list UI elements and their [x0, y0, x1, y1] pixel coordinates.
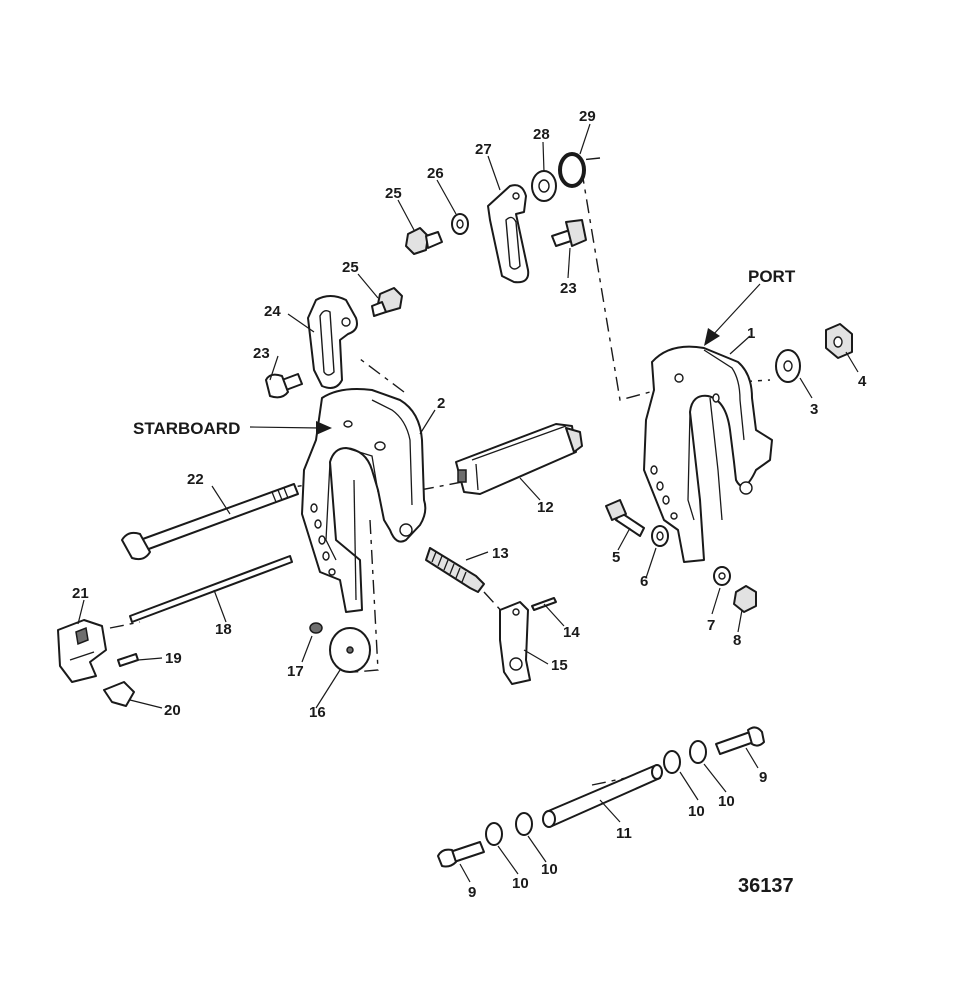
callout-9-upper: 9 — [759, 769, 767, 786]
starboard-arrow — [249, 421, 332, 435]
callout-29: 29 — [579, 108, 596, 125]
pin-part-19 — [117, 653, 139, 667]
callout-3: 3 — [810, 401, 818, 418]
callout-23-lower: 23 — [253, 345, 270, 362]
callout-11: 11 — [616, 825, 632, 842]
rod-part-18 — [129, 555, 293, 623]
nut-part-4 — [825, 323, 853, 359]
bolt-part-5 — [605, 499, 645, 537]
callout-14: 14 — [563, 624, 580, 641]
callout-8: 8 — [733, 632, 741, 649]
washer-part-3 — [775, 349, 801, 383]
slotted-plate-part-24 — [307, 295, 358, 389]
block-part-12 — [455, 423, 583, 495]
callout-7: 7 — [707, 617, 715, 634]
callout-16: 16 — [309, 704, 326, 721]
nut-part-8 — [733, 585, 757, 613]
callout-6: 6 — [640, 573, 648, 590]
starboard-bracket-part-2 — [301, 388, 427, 613]
washer-part-10-b — [689, 740, 707, 764]
washer-part-10-a — [663, 750, 681, 774]
callout-5: 5 — [612, 549, 620, 566]
washer-part-6 — [651, 525, 669, 547]
washer-part-10-d — [515, 812, 533, 836]
knob-part-25-lower — [371, 287, 403, 317]
callout-12: 12 — [537, 499, 554, 516]
callout-23-upper: 23 — [560, 280, 577, 297]
callout-25-upper: 25 — [385, 185, 402, 202]
callout-27: 27 — [475, 141, 492, 158]
callout-10-d: 10 — [541, 861, 558, 878]
callout-17: 17 — [287, 663, 304, 680]
bolt-part-23-upper — [551, 219, 587, 247]
callout-26: 26 — [427, 165, 444, 182]
callout-10-b: 10 — [718, 793, 735, 810]
washer-part-10-c — [485, 822, 503, 846]
port-label: PORT — [748, 267, 796, 286]
lever-part-15 — [499, 601, 531, 685]
callout-18: 18 — [215, 621, 232, 638]
bolt-part-23-lower — [265, 373, 303, 399]
hook-plate-part-27 — [487, 184, 530, 284]
callout-22: 22 — [187, 471, 204, 488]
callout-1: 1 — [747, 325, 755, 342]
callout-21: 21 — [72, 585, 89, 602]
clip-part-20 — [103, 681, 135, 707]
callout-13: 13 — [492, 545, 509, 562]
callout-19: 19 — [165, 650, 182, 667]
callout-10-c: 10 — [512, 875, 529, 892]
callout-25-lower: 25 — [342, 259, 359, 276]
nut-part-17 — [309, 622, 323, 634]
callout-9-lower: 9 — [468, 884, 476, 901]
callout-2: 2 — [437, 395, 445, 412]
callout-24: 24 — [264, 303, 281, 320]
callout-numbers: 1 2 3 4 5 6 7 8 9 9 10 10 10 10 11 12 13… — [72, 108, 867, 901]
washer-part-7 — [713, 566, 731, 586]
bolt-part-9-lower — [437, 841, 485, 868]
shaft-part-11 — [542, 764, 663, 828]
starboard-label: STARBOARD — [133, 419, 240, 438]
clip-part-21 — [57, 619, 107, 683]
port-bracket-part-1 — [643, 345, 773, 563]
callout-28: 28 — [533, 126, 550, 143]
callout-10-a: 10 — [688, 803, 705, 820]
bolt-part-9-upper — [715, 726, 765, 755]
leader-lines — [77, 123, 859, 883]
long-bolt-part-22 — [121, 483, 299, 561]
figure-number: 36137 — [738, 875, 794, 897]
disc-part-16 — [329, 627, 371, 673]
port-arrow — [704, 283, 761, 346]
callout-15: 15 — [551, 657, 568, 674]
knob-part-25-upper — [405, 227, 443, 255]
washer-part-26 — [451, 213, 469, 235]
callout-20: 20 — [164, 702, 181, 719]
ring-part-29 — [558, 152, 586, 188]
callout-4: 4 — [858, 373, 867, 390]
spring-part-13 — [425, 547, 485, 593]
washer-part-28 — [531, 170, 557, 202]
